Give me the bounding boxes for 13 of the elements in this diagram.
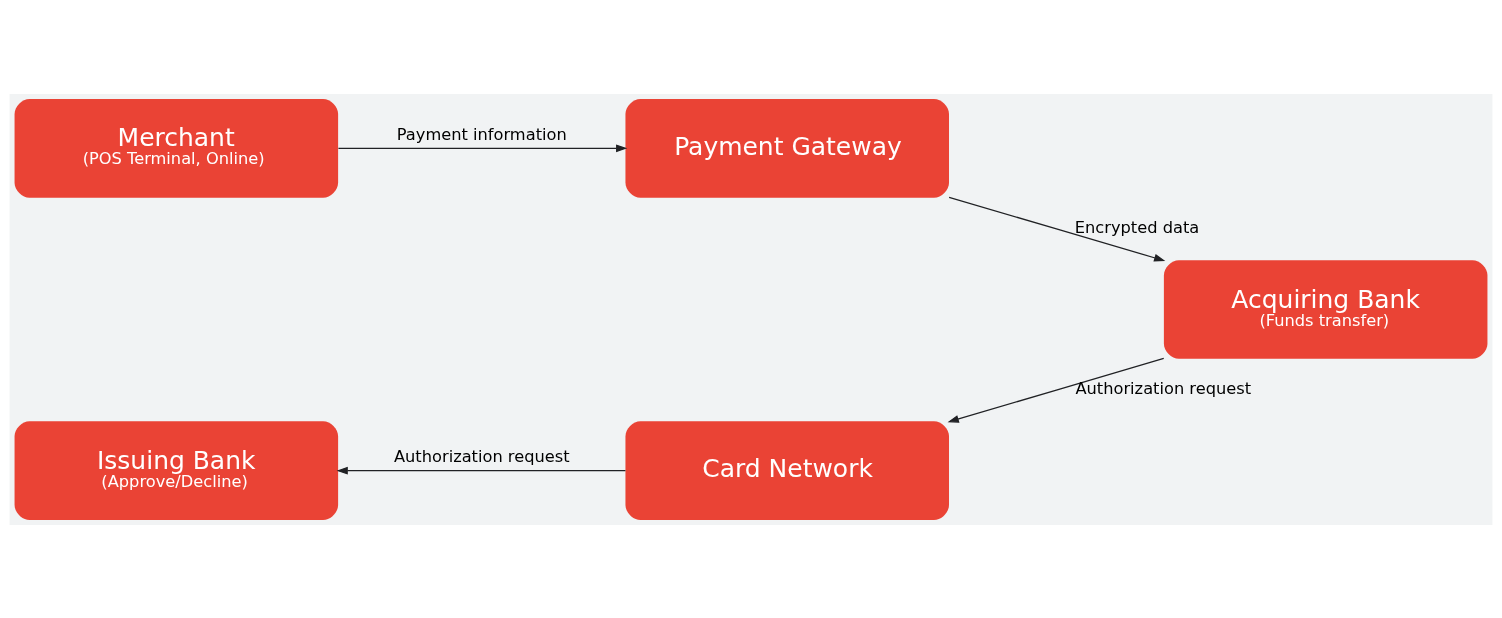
node-box: Issuing Bank (Approve/Decline) bbox=[14, 420, 339, 520]
node-box: Acquiring Bank (Funds transfer) bbox=[1163, 259, 1488, 359]
node-box: Card Network bbox=[625, 420, 949, 520]
arrow bbox=[337, 143, 628, 152]
edge-label: Payment information bbox=[396, 124, 567, 144]
arrow bbox=[948, 196, 1166, 262]
node-box: Payment Gateway bbox=[625, 98, 949, 198]
edge-label: Authorization request bbox=[1075, 378, 1252, 398]
arrow bbox=[947, 357, 1165, 423]
edge-label: Encrypted data bbox=[1074, 217, 1200, 237]
node-box: Merchant (POS Terminal, Online) bbox=[14, 98, 339, 198]
arrow bbox=[336, 466, 627, 475]
edge-label: Authorization request bbox=[393, 446, 570, 466]
